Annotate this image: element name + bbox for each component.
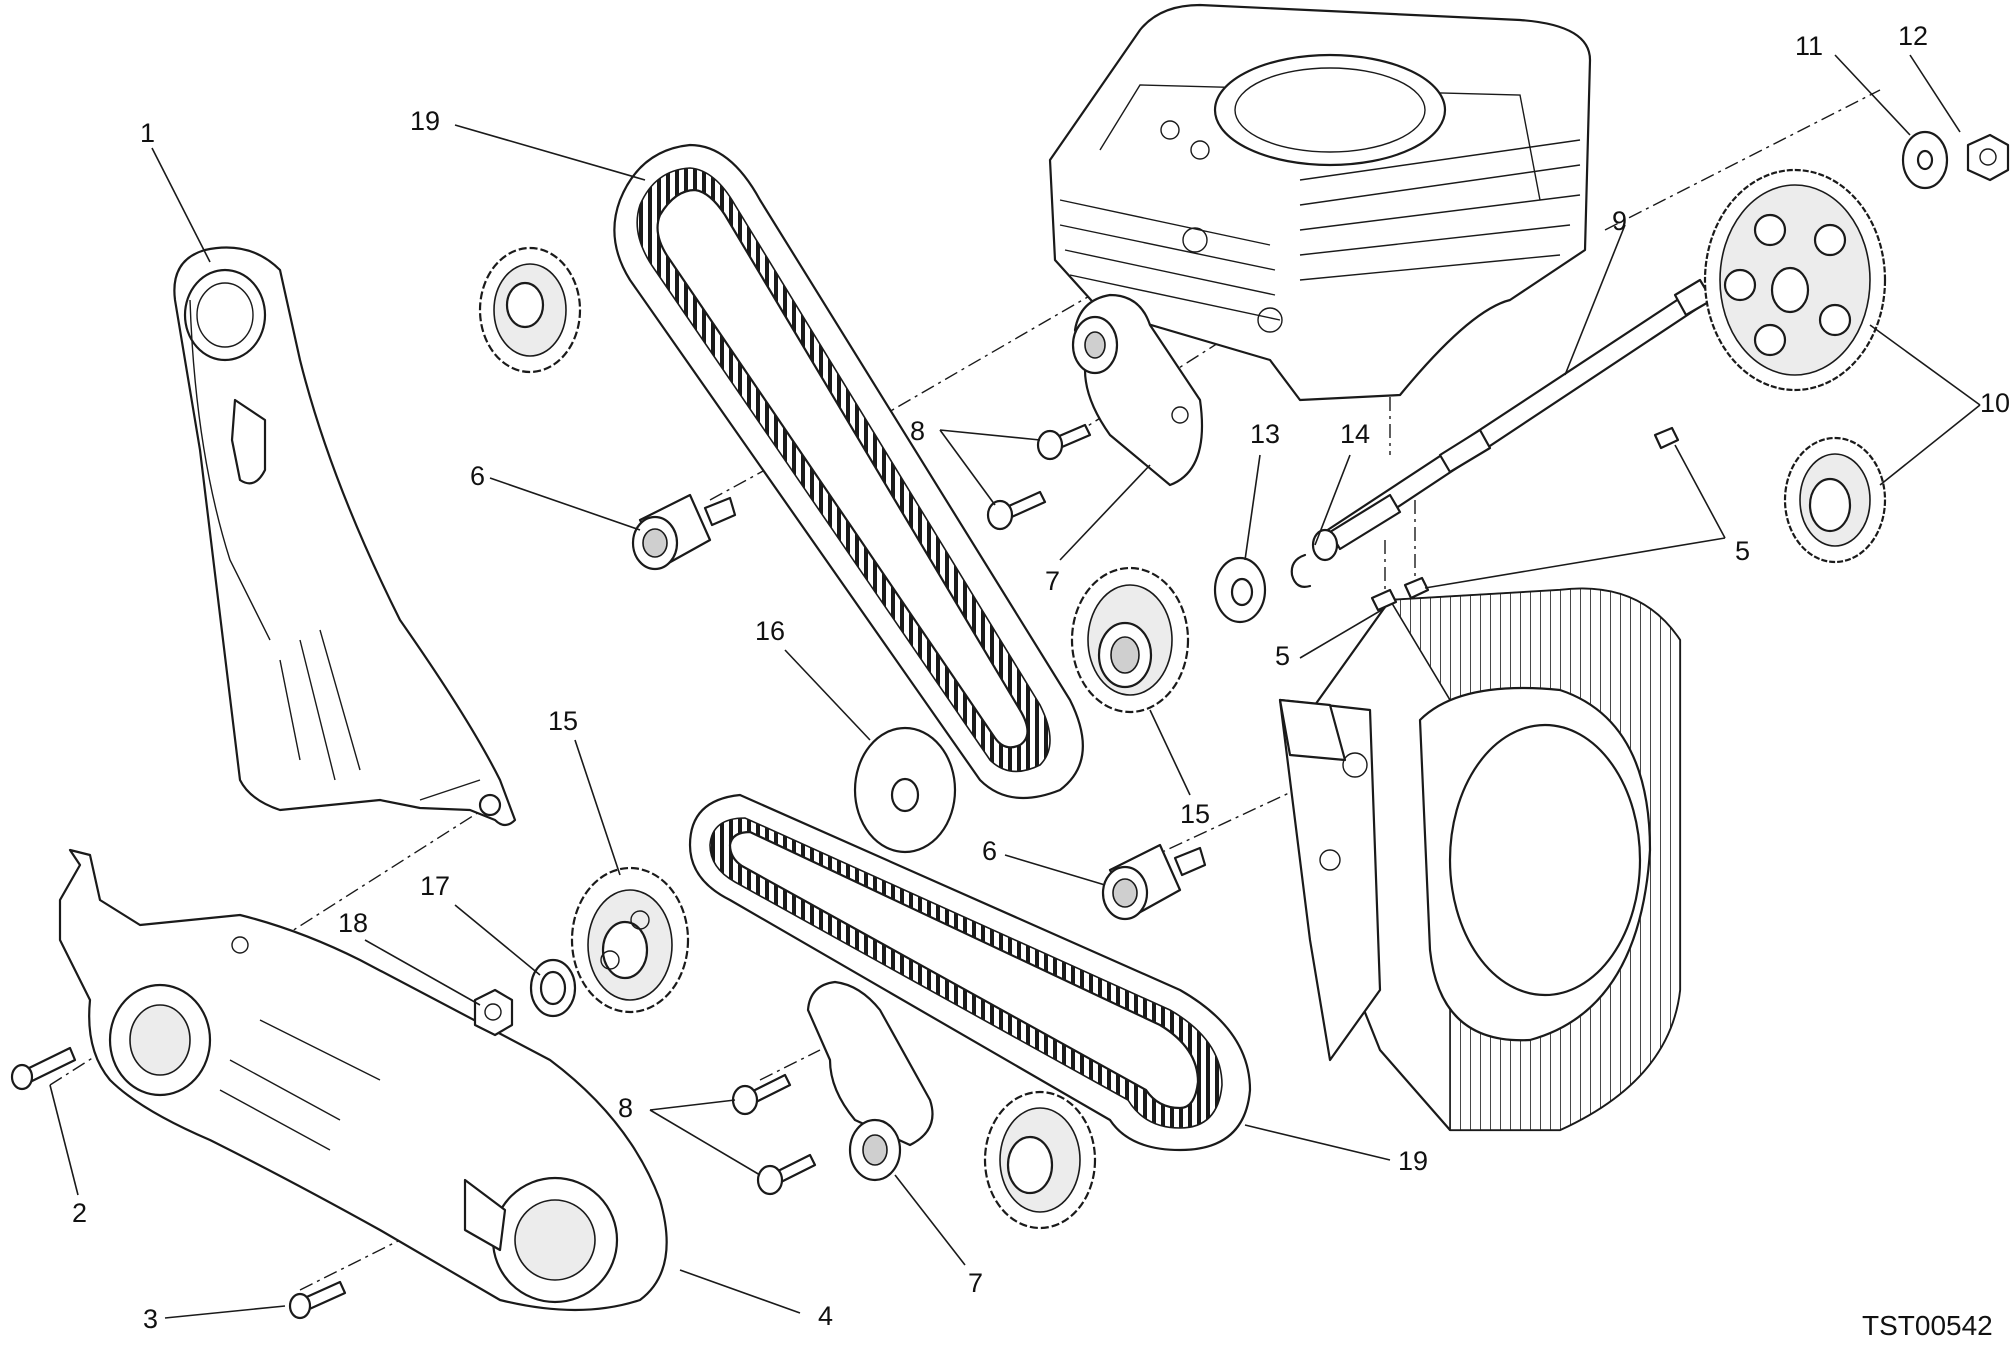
part-15-lower-pulley (570, 866, 690, 1014)
part-15-upper-pulley (1070, 566, 1190, 714)
callout-13: 13 (1250, 419, 1280, 449)
callout-15-lower: 15 (548, 706, 578, 736)
part-1-upper-belt-cover (173, 246, 517, 827)
part-7-lower-tensioner (806, 980, 934, 1182)
callout-3: 3 (143, 1304, 158, 1334)
callout-9: 9 (1612, 206, 1627, 236)
part-6-upper-idler (631, 493, 737, 571)
part-5-keys (1370, 426, 1680, 612)
part-13-washer (1213, 556, 1267, 624)
callout-16: 16 (755, 616, 785, 646)
cylinder (1048, 3, 1592, 402)
part-12-nut (1966, 133, 2010, 182)
part-4-lower-belt-cover (58, 848, 668, 1312)
callout-19-lower: 19 (1398, 1146, 1428, 1176)
part-7-upper-tensioner (1071, 293, 1204, 487)
callout-1: 1 (140, 118, 155, 148)
callout-labels: 1 2 3 4 5 5 6 6 7 7 8 8 9 10 11 12 13 14… (72, 21, 2010, 1341)
callout-2: 2 (72, 1198, 87, 1228)
part-3-screw (288, 1280, 347, 1320)
callout-6-upper: 6 (470, 461, 485, 491)
part-19-upper-belt (613, 143, 1084, 800)
callout-17: 17 (420, 871, 450, 901)
callout-11: 11 (1795, 31, 1823, 61)
callout-8-upper: 8 (910, 416, 925, 446)
callout-5-right: 5 (1735, 536, 1750, 566)
part-16-washer (853, 726, 957, 854)
callout-5-left: 5 (1275, 641, 1290, 671)
part-10-small-gear (1783, 436, 1887, 564)
callout-8-lower: 8 (618, 1093, 633, 1123)
drawing-code: TST00542 (1862, 1310, 1993, 1341)
callout-4: 4 (818, 1301, 833, 1331)
part-15-upper-pulley-left (478, 246, 582, 374)
part-19-lower-belt (688, 793, 1252, 1152)
part-14-circlip (1290, 553, 1312, 588)
cylinder-head (1278, 587, 1682, 1132)
callout-12: 12 (1898, 21, 1928, 51)
part-8-screws (731, 423, 1092, 1196)
part-10-large-gear (1703, 168, 1887, 392)
callout-leader-lines (49, 54, 1981, 1319)
part-17-spacer (529, 958, 577, 1018)
part-2-screw (10, 1046, 77, 1091)
part-6-lower-idler (1101, 843, 1207, 921)
part-18-nut (473, 988, 514, 1037)
callout-18: 18 (338, 908, 368, 938)
callout-7-upper: 7 (1045, 566, 1060, 596)
callout-7-lower: 7 (968, 1268, 983, 1298)
callout-15-upper: 15 (1180, 799, 1210, 829)
part-11-washer (1901, 130, 1949, 190)
callout-19-upper: 19 (410, 106, 440, 136)
lower-right-pulley (983, 1090, 1097, 1230)
callout-10: 10 (1980, 388, 2010, 418)
callout-14: 14 (1340, 419, 1370, 449)
callout-6-lower: 6 (982, 836, 997, 866)
